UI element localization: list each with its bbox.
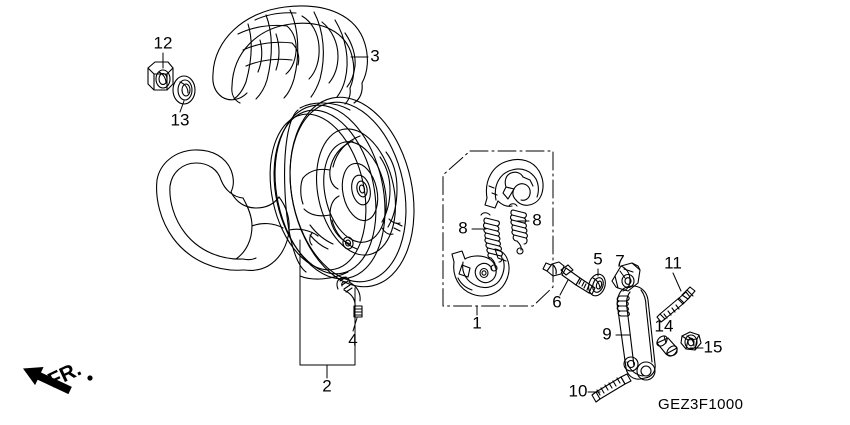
brake-shoe-spring-left-illustration <box>480 212 503 272</box>
front-arrow-icon <box>22 367 72 395</box>
callout-label-9: 9 <box>602 324 611 343</box>
callout-label-6: 6 <box>552 292 561 311</box>
axle-washer-illustration <box>172 75 196 105</box>
callout-label-1: 1 <box>472 313 481 332</box>
callout-label-4: 4 <box>348 330 357 349</box>
upper-brake-shoe-illustration <box>484 158 544 209</box>
callout-label-10: 10 <box>569 381 588 400</box>
brake-cam-illustration <box>611 262 641 292</box>
leader-11 <box>672 272 682 292</box>
brake-shoe-kit-box <box>442 150 554 307</box>
callout-labels: 1 2 3 4 5 6 7 8 8 9 10 11 12 13 14 15 <box>154 33 723 400</box>
brake-arm-illustration <box>616 285 656 381</box>
callout-label-7: 7 <box>615 251 624 270</box>
leader-14 <box>663 335 667 344</box>
flange-bolt-illustration <box>656 286 696 323</box>
wheel-rim-illustration <box>269 96 415 288</box>
callout-label-5: 5 <box>593 249 602 268</box>
callout-label-12: 12 <box>154 33 173 52</box>
callout-label-11: 11 <box>664 253 682 272</box>
callout-label-14: 14 <box>655 316 674 335</box>
leader-6 <box>559 279 569 296</box>
callout-label-15: 15 <box>704 337 723 356</box>
leader-lines <box>162 52 704 393</box>
callout-label-8-left: 8 <box>458 218 467 237</box>
leader-7 <box>619 270 626 279</box>
cam-washer-illustration <box>588 273 606 297</box>
brake-cam-adjuster-illustration <box>542 261 596 295</box>
axle-nut-illustration <box>147 61 174 91</box>
callout-label-8-right: 8 <box>532 210 541 229</box>
front-label-period <box>87 375 93 381</box>
collar-illustration <box>656 335 678 357</box>
callout-label-13: 13 <box>171 110 190 129</box>
leader-13 <box>179 100 185 113</box>
callout-label-3: 3 <box>370 46 379 65</box>
callout-label-2: 2 <box>322 376 331 395</box>
lower-brake-shoe-illustration <box>451 248 510 297</box>
part-number-label: GEZ3F1000 <box>658 396 743 413</box>
